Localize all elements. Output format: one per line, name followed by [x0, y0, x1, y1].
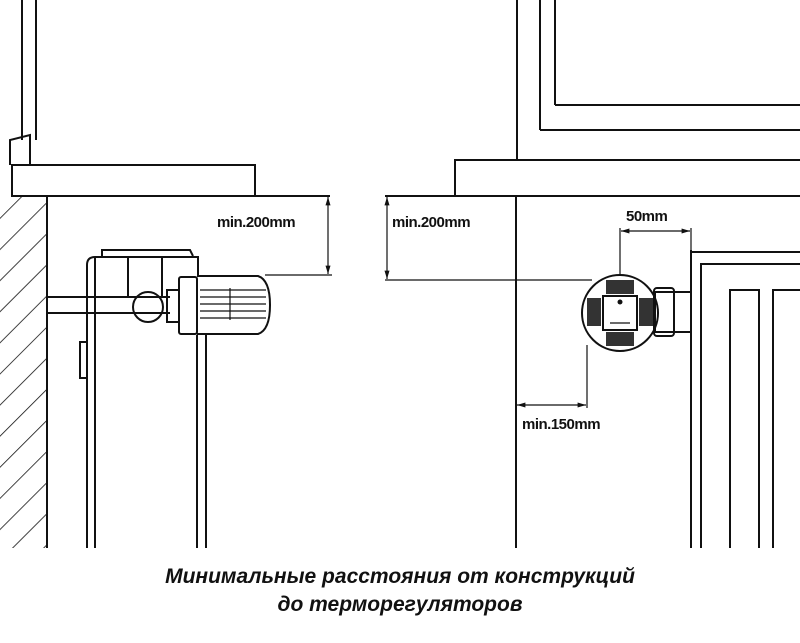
- offset-dimension: [619, 228, 692, 276]
- left-height-dimension: [265, 197, 332, 276]
- wall-clearance-dimension: [517, 345, 588, 408]
- right-radiator: [690, 250, 800, 548]
- wall-clearance-label: min.150mm: [522, 416, 601, 433]
- caption-line-1: Минимальные расстояния от конструкций: [165, 565, 635, 588]
- caption-line-2: до терморегуляторов: [277, 593, 523, 616]
- right-height-dimension: [384, 197, 592, 281]
- left-wall: [0, 196, 48, 548]
- offset-label: 50mm: [626, 208, 668, 225]
- left-height-label: min.200mm: [217, 214, 296, 231]
- caption: Минимальные расстояния от конструкций до…: [0, 563, 800, 619]
- left-window-sill: [11, 164, 330, 197]
- right-window-sill: [385, 159, 800, 197]
- right-thermostat-valve: [581, 274, 692, 352]
- right-height-label: min.200mm: [392, 214, 471, 231]
- thermostat-ribs-icon: [200, 288, 266, 320]
- right-window: [516, 0, 800, 160]
- left-thermostat-head: [166, 275, 272, 335]
- left-window-frame: [9, 0, 37, 165]
- left-radiator: [79, 249, 207, 548]
- left-pipe: [47, 291, 170, 323]
